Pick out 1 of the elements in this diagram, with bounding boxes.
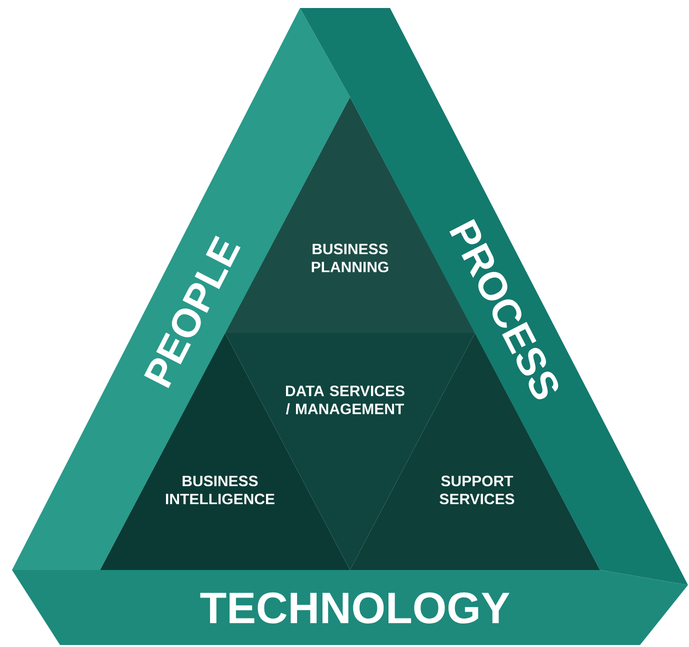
technology-band: TECHNOLOGY [12,570,688,645]
